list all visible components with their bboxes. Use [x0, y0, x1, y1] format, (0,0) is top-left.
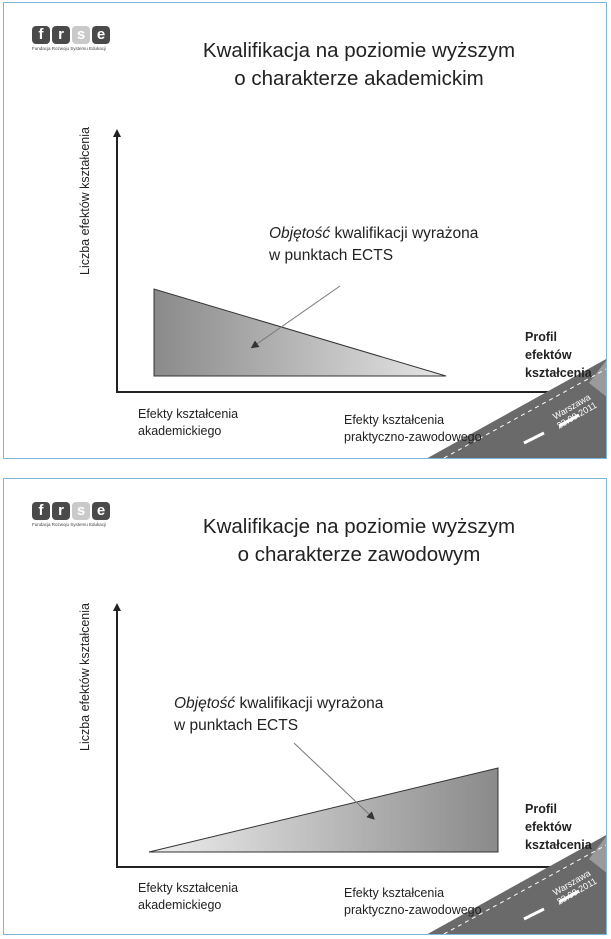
x-label-academic-line-2: akademickiego: [138, 898, 222, 912]
logo-letter-f: f: [32, 502, 50, 520]
callout-italic: Objętość: [269, 225, 331, 242]
diagram-canvas: [113, 129, 606, 458]
callout-line-2: w punktach ECTS: [174, 717, 299, 734]
y-axis-arrowhead: [113, 129, 121, 137]
profile-label-line-3: kształcenia: [525, 838, 592, 852]
logo-letter-e: e: [92, 502, 110, 520]
slide-academic: f r s e Fundacja Rozwoju Systemu Edukacj…: [3, 2, 607, 459]
volume-callout: Objętość kwalifikacji wyrażona w punktac…: [269, 223, 478, 267]
x-label-practical-line-2: praktyczno-zawodowego: [344, 430, 482, 444]
logo-letter-e: e: [92, 26, 110, 44]
profile-label-line-2: efektów: [525, 820, 572, 834]
callout-italic: Objętość: [174, 695, 236, 712]
y-axis-arrowhead: [113, 603, 121, 611]
logo-letter-s: s: [72, 26, 90, 44]
diagram-canvas: [113, 603, 606, 934]
title-line-2: o charakterze akademickim: [234, 67, 484, 90]
slide-title: Kwalifikacje na poziomie wyższym o chara…: [179, 513, 539, 569]
callout-rest: kwalifikacji wyrażona: [330, 225, 479, 242]
callout-line-2: w punktach ECTS: [269, 247, 394, 264]
x-label-practical-line-1: Efekty kształcenia: [344, 413, 445, 427]
profile-label-line-2: efektów: [525, 348, 572, 362]
logo-org-name: Fundacja Rozwoju Systemu Edukacji: [32, 522, 107, 527]
road-corner: [427, 835, 606, 934]
profile-label: Profil efektów kształcenia: [525, 328, 592, 382]
logo-letter-r: r: [52, 502, 70, 520]
x-label-practical: Efekty kształcenia praktyczno-zawodowego: [344, 885, 482, 919]
profile-label-line-3: kształcenia: [525, 366, 592, 380]
callout-rest: kwalifikacji wyrażona: [235, 695, 384, 712]
profile-label: Profil efektów kształcenia: [525, 800, 592, 854]
x-label-academic-line-2: akademickiego: [138, 424, 222, 438]
volume-callout: Objętość kwalifikacji wyrażona w punktac…: [174, 693, 383, 737]
volume-triangle: [153, 288, 447, 377]
title-line-1: Kwalifikacje na poziomie wyższym: [202, 515, 516, 538]
title-line-2: o charakterze zawodowym: [237, 543, 481, 566]
x-label-academic-line-1: Efekty kształcenia: [138, 407, 239, 421]
volume-triangle: [148, 767, 499, 853]
x-label-academic: Efekty kształcenia akademickiego: [138, 406, 238, 440]
logo-letter-r: r: [52, 26, 70, 44]
callout-arrow: [293, 742, 375, 820]
road-corner: [427, 359, 606, 458]
logo-letter-s: s: [72, 502, 90, 520]
callout-arrow: [250, 285, 341, 349]
y-axis-label: Liczba efektów kształcenia: [78, 127, 92, 275]
x-label-practical-line-2: praktyczno-zawodowego: [344, 903, 482, 917]
profile-label-line-1: Profil: [525, 802, 557, 816]
frse-logo: f r s e Fundacja Rozwoju Systemu Edukacj…: [32, 502, 112, 530]
y-axis-label: Liczba efektów kształcenia: [78, 603, 92, 751]
frse-logo: f r s e Fundacja Rozwoju Systemu Edukacj…: [32, 26, 112, 54]
x-label-practical: Efekty kształcenia praktyczno-zawodowego: [344, 412, 482, 446]
x-label-practical-line-1: Efekty kształcenia: [344, 886, 445, 900]
x-label-academic-line-1: Efekty kształcenia: [138, 881, 239, 895]
logo-org-name: Fundacja Rozwoju Systemu Edukacji: [32, 46, 107, 51]
slide-title: Kwalifikacja na poziomie wyższym o chara…: [179, 37, 539, 93]
logo-letter-f: f: [32, 26, 50, 44]
x-label-academic: Efekty kształcenia akademickiego: [138, 880, 238, 914]
profile-label-line-1: Profil: [525, 330, 557, 344]
title-line-1: Kwalifikacja na poziomie wyższym: [202, 39, 516, 62]
slide-professional: f r s e Fundacja Rozwoju Systemu Edukacj…: [3, 478, 607, 935]
